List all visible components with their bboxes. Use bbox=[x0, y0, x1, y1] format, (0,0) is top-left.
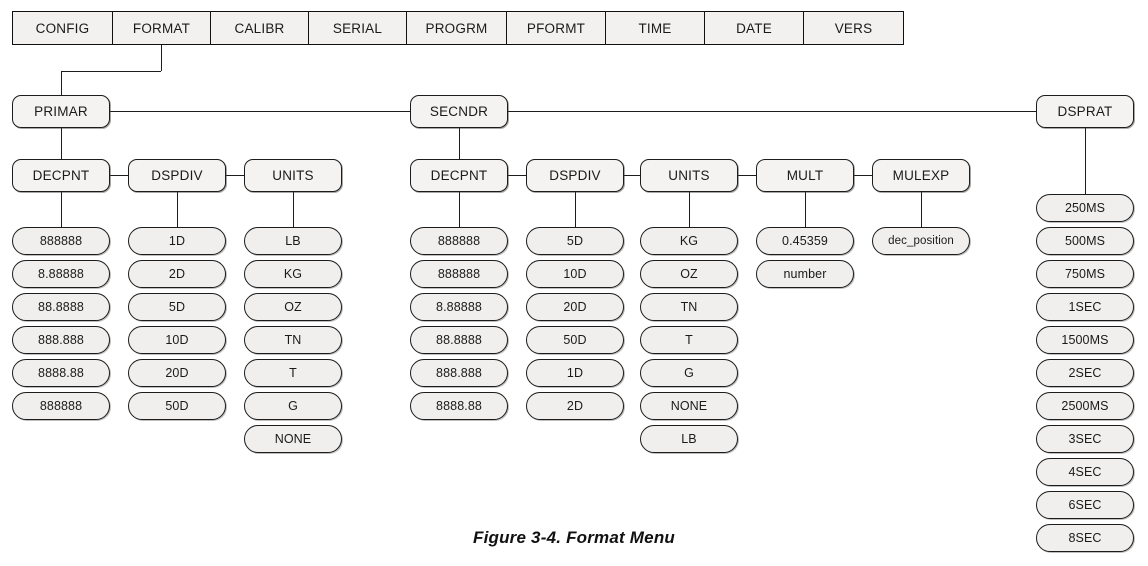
value-pill[interactable]: 20D bbox=[128, 359, 226, 387]
value-pill[interactable]: 4SEC bbox=[1036, 458, 1134, 486]
value-pill[interactable]: TN bbox=[244, 326, 342, 354]
value-pill[interactable]: dec_position bbox=[872, 227, 970, 255]
value-pill[interactable]: 5D bbox=[526, 227, 624, 255]
connector-line bbox=[459, 128, 460, 159]
value-pill[interactable]: 8SEC bbox=[1036, 524, 1134, 552]
connector-line bbox=[226, 175, 244, 176]
menu-node-primar[interactable]: PRIMAR bbox=[12, 95, 110, 128]
tab-vers[interactable]: VERS bbox=[804, 12, 903, 44]
value-pill[interactable]: LB bbox=[244, 227, 342, 255]
value-pill[interactable]: G bbox=[244, 392, 342, 420]
tab-calibr[interactable]: CALIBR bbox=[211, 12, 309, 44]
connector-line bbox=[61, 71, 62, 95]
tab-format[interactable]: FORMAT bbox=[113, 12, 211, 44]
connector-line bbox=[921, 192, 922, 227]
tab-config[interactable]: CONFIG bbox=[13, 12, 113, 44]
tab-pformt[interactable]: PFORMT bbox=[507, 12, 606, 44]
value-pill[interactable]: 750MS bbox=[1036, 260, 1134, 288]
value-pill[interactable]: number bbox=[756, 260, 854, 288]
value-pill[interactable]: 88.8888 bbox=[12, 293, 110, 321]
value-pill[interactable]: 888888 bbox=[12, 227, 110, 255]
value-pill[interactable]: TN bbox=[640, 293, 738, 321]
value-pill[interactable]: OZ bbox=[640, 260, 738, 288]
value-pill[interactable]: 20D bbox=[526, 293, 624, 321]
connector-line bbox=[161, 45, 162, 71]
value-pill[interactable]: 10D bbox=[526, 260, 624, 288]
value-pill[interactable]: LB bbox=[640, 425, 738, 453]
value-pill[interactable]: 1SEC bbox=[1036, 293, 1134, 321]
tab-time[interactable]: TIME bbox=[606, 12, 705, 44]
value-pill[interactable]: 8.88888 bbox=[12, 260, 110, 288]
connector-line bbox=[293, 192, 294, 227]
menu-node-primar-decpnt[interactable]: DECPNT bbox=[12, 159, 110, 192]
menu-node-secndr-mult[interactable]: MULT bbox=[756, 159, 854, 192]
value-pill[interactable]: 888888 bbox=[410, 260, 508, 288]
tab-date[interactable]: DATE bbox=[705, 12, 804, 44]
value-pill[interactable]: KG bbox=[640, 227, 738, 255]
value-pill[interactable]: 250MS bbox=[1036, 194, 1134, 222]
value-pill[interactable]: 2D bbox=[128, 260, 226, 288]
value-pill[interactable]: 8888.88 bbox=[12, 359, 110, 387]
value-pill[interactable]: 1D bbox=[128, 227, 226, 255]
value-pill[interactable]: 6SEC bbox=[1036, 491, 1134, 519]
value-pill[interactable]: 8.88888 bbox=[410, 293, 508, 321]
value-pill[interactable]: 1D bbox=[526, 359, 624, 387]
tab-serial[interactable]: SERIAL bbox=[309, 12, 407, 44]
value-pill[interactable]: NONE bbox=[640, 392, 738, 420]
value-pill[interactable]: 3SEC bbox=[1036, 425, 1134, 453]
menu-node-secndr-dspdiv[interactable]: DSPDIV bbox=[526, 159, 624, 192]
connector-line bbox=[738, 175, 756, 176]
connector-line bbox=[508, 111, 1036, 112]
value-pill[interactable]: 88.8888 bbox=[410, 326, 508, 354]
value-pill[interactable]: T bbox=[640, 326, 738, 354]
value-pill[interactable]: 500MS bbox=[1036, 227, 1134, 255]
value-pill[interactable]: 2SEC bbox=[1036, 359, 1134, 387]
value-pill[interactable]: 10D bbox=[128, 326, 226, 354]
value-pill[interactable]: T bbox=[244, 359, 342, 387]
tab-progrm[interactable]: PROGRM bbox=[407, 12, 507, 44]
connector-line bbox=[575, 192, 576, 227]
menu-node-secndr-mulexp[interactable]: MULEXP bbox=[872, 159, 970, 192]
value-pill[interactable]: NONE bbox=[244, 425, 342, 453]
value-pill[interactable]: 2500MS bbox=[1036, 392, 1134, 420]
connector-line bbox=[508, 175, 526, 176]
value-pill[interactable]: KG bbox=[244, 260, 342, 288]
value-pill[interactable]: 888.888 bbox=[12, 326, 110, 354]
connector-line bbox=[61, 128, 62, 159]
value-pill[interactable]: 1500MS bbox=[1036, 326, 1134, 354]
connector-line bbox=[854, 175, 872, 176]
value-pill[interactable]: 888888 bbox=[410, 227, 508, 255]
menu-node-secndr-decpnt[interactable]: DECPNT bbox=[410, 159, 508, 192]
value-pill[interactable]: 8888.88 bbox=[410, 392, 508, 420]
menu-node-primar-units[interactable]: UNITS bbox=[244, 159, 342, 192]
connector-line bbox=[61, 71, 161, 72]
connector-line bbox=[110, 175, 128, 176]
value-pill[interactable]: 2D bbox=[526, 392, 624, 420]
connector-line bbox=[110, 111, 410, 112]
value-pill[interactable]: 5D bbox=[128, 293, 226, 321]
value-pill[interactable]: 888888 bbox=[12, 392, 110, 420]
menu-node-primar-dspdiv[interactable]: DSPDIV bbox=[128, 159, 226, 192]
value-pill[interactable]: 888.888 bbox=[410, 359, 508, 387]
menu-node-secndr-units[interactable]: UNITS bbox=[640, 159, 738, 192]
value-pill[interactable]: G bbox=[640, 359, 738, 387]
connector-line bbox=[805, 192, 806, 227]
connector-line bbox=[689, 192, 690, 227]
connector-line bbox=[624, 175, 640, 176]
value-pill[interactable]: OZ bbox=[244, 293, 342, 321]
menu-node-secndr[interactable]: SECNDR bbox=[410, 95, 508, 128]
value-pill[interactable]: 50D bbox=[526, 326, 624, 354]
connector-line bbox=[177, 192, 178, 227]
menu-node-dsprat[interactable]: DSPRAT bbox=[1036, 95, 1134, 128]
value-pill[interactable]: 50D bbox=[128, 392, 226, 420]
figure-caption: Figure 3-4. Format Menu bbox=[472, 528, 675, 547]
connector-line bbox=[1085, 128, 1086, 194]
value-pill[interactable]: 0.45359 bbox=[756, 227, 854, 255]
connector-line bbox=[61, 192, 62, 227]
connector-line bbox=[459, 192, 460, 227]
